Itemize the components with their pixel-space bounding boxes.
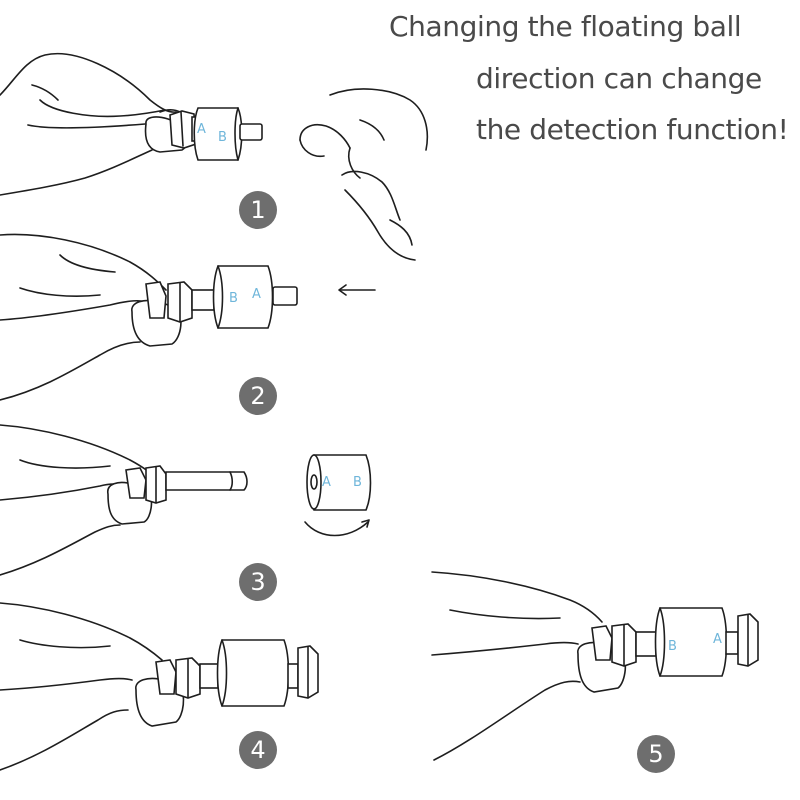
panel-3-sensor bbox=[125, 465, 248, 504]
panel-1-sensor: A B bbox=[169, 107, 263, 161]
label-b-step1: B bbox=[218, 130, 227, 145]
label-a-step1: A bbox=[197, 122, 206, 137]
panel-2-hand bbox=[0, 233, 182, 401]
panel-1-left-hand bbox=[0, 53, 189, 196]
title-line-2: direction can change bbox=[476, 62, 762, 95]
panel-3-flip-arrow bbox=[304, 519, 370, 537]
panel-4-hand bbox=[0, 602, 185, 771]
step-5-badge: 5 bbox=[637, 735, 675, 773]
panel-5-sensor: B A bbox=[591, 607, 759, 677]
step-4-badge: 4 bbox=[239, 731, 277, 769]
panel-2-insert-arrow bbox=[338, 284, 376, 296]
panel-3-detached-float: A B bbox=[306, 454, 372, 511]
step-2-badge: 2 bbox=[239, 377, 277, 415]
label-a-step3: A bbox=[322, 475, 331, 490]
label-b-step3: B bbox=[353, 475, 362, 490]
label-b-step5: B bbox=[668, 639, 677, 654]
step-3-badge: 3 bbox=[239, 563, 277, 601]
panel-3-hand bbox=[0, 424, 159, 576]
panel-1-right-hand bbox=[299, 88, 429, 261]
panel-5-hand bbox=[431, 571, 627, 761]
panel-4-sensor bbox=[155, 639, 319, 707]
title-line-1: Changing the floating ball bbox=[389, 10, 742, 43]
panel-2-sensor: B A bbox=[145, 265, 298, 329]
label-a-step2: A bbox=[252, 287, 261, 302]
label-a-step5: A bbox=[713, 632, 722, 647]
label-b-step2: B bbox=[229, 291, 238, 306]
title-line-3: the detection function! bbox=[476, 113, 789, 146]
step-1-badge: 1 bbox=[239, 191, 277, 229]
